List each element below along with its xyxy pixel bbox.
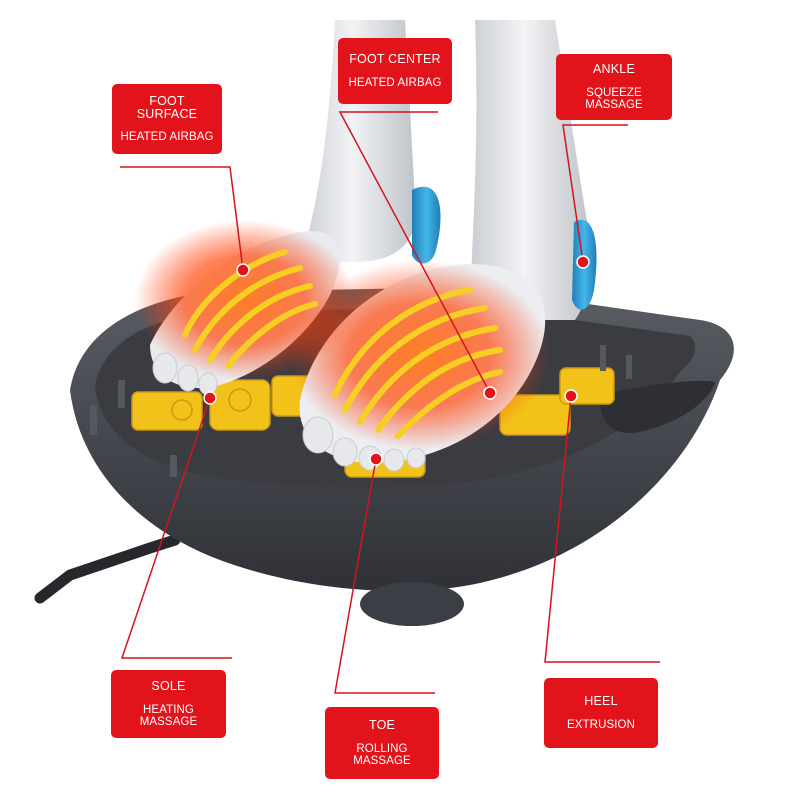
foot-center-airbag (332, 287, 503, 439)
toe-line2: ROLLING MASSAGE (353, 742, 411, 767)
leader-sole (120, 397, 232, 659)
callout-ankle: ANKLE SQUEEZE MASSAGE (556, 54, 672, 120)
ankle-pad-left (412, 186, 441, 264)
leader-foot-surface (120, 166, 244, 271)
foot-center-line2: HEATED AIRBAG (348, 76, 442, 89)
foot-center-line1: FOOT CENTER (349, 52, 441, 67)
callout-toe: TOE ROLLING MASSAGE (325, 707, 439, 779)
leader-foot-center (338, 111, 491, 394)
foot-surface-line1: FOOT SURFACE (136, 93, 198, 121)
callout-heel: HEEL EXTRUSION (544, 678, 658, 748)
toe-line1: TOE (368, 718, 396, 733)
base-foot (360, 582, 464, 626)
sole-line1: SOLE (151, 679, 186, 694)
leader-ankle (562, 124, 628, 263)
sole-line2: HEATING MASSAGE (139, 703, 198, 728)
callout-sole: SOLE HEATING MASSAGE (111, 670, 226, 738)
foot-surface-airbag (182, 249, 318, 369)
foot-surface-line2: HEATED AIRBAG (120, 131, 214, 144)
heel-line2: EXTRUSION (567, 718, 635, 731)
ankle-line2: SQUEEZE MASSAGE (585, 86, 643, 111)
leader-heel (544, 395, 660, 663)
callout-foot-center: FOOT CENTER HEATED AIRBAG (338, 38, 452, 104)
heel-line1: HEEL (584, 694, 618, 709)
callout-foot-surface: FOOT SURFACE HEATED AIRBAG (112, 84, 222, 154)
leader-toe (334, 458, 435, 694)
power-cord (34, 534, 181, 604)
ankle-line1: ANKLE (593, 62, 635, 77)
